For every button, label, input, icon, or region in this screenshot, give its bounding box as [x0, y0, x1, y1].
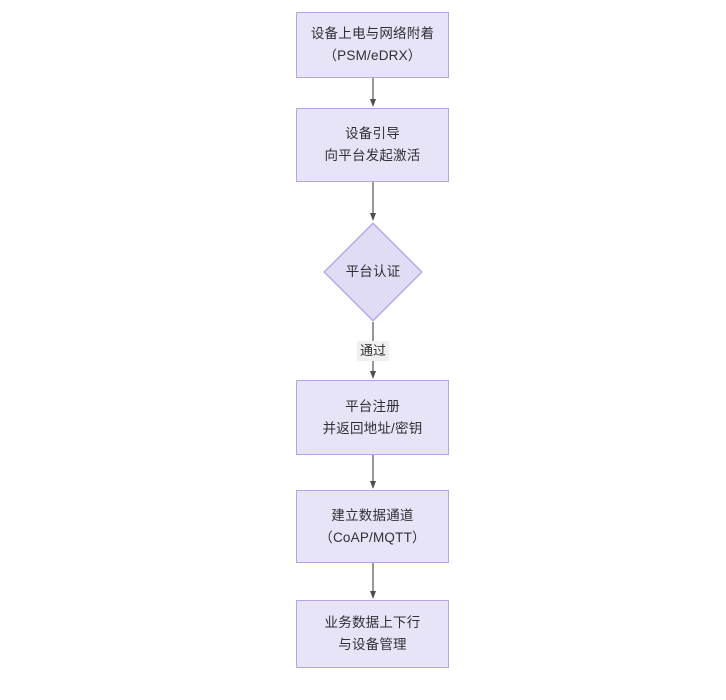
node-business-data-line-2: 与设备管理: [338, 637, 407, 652]
edge-label-pass: 通过: [356, 341, 390, 361]
node-power-on-line-1: 设备上电与网络附着: [310, 26, 435, 42]
node-business-data-line-1: 业务数据上下行: [324, 615, 421, 631]
node-platform-register-line-1: 平台注册: [345, 398, 400, 414]
node-bootstrap-line-1: 设备引导: [345, 126, 400, 142]
node-platform-auth[interactable]: 平台认证: [323, 222, 423, 322]
node-platform-register[interactable]: 平台注册 并返回地址/密钥: [296, 380, 449, 455]
node-platform-auth-label: 平台认证: [345, 264, 401, 280]
node-platform-register-line-2: 并返回地址/密钥: [322, 420, 423, 436]
node-power-on-line-2: （PSM/eDRX）: [323, 48, 422, 63]
diamond-shape: [323, 222, 423, 322]
node-bootstrap-line-2: 向平台发起激活: [324, 148, 421, 163]
node-data-channel-line-2: （CoAP/MQTT）: [319, 529, 426, 545]
node-business-data[interactable]: 业务数据上下行 与设备管理: [296, 600, 449, 668]
node-power-on[interactable]: 设备上电与网络附着 （PSM/eDRX）: [296, 12, 449, 78]
node-data-channel[interactable]: 建立数据通道 （CoAP/MQTT）: [296, 490, 449, 563]
node-data-channel-line-1: 建立数据通道: [331, 507, 414, 523]
node-bootstrap[interactable]: 设备引导 向平台发起激活: [296, 108, 449, 182]
